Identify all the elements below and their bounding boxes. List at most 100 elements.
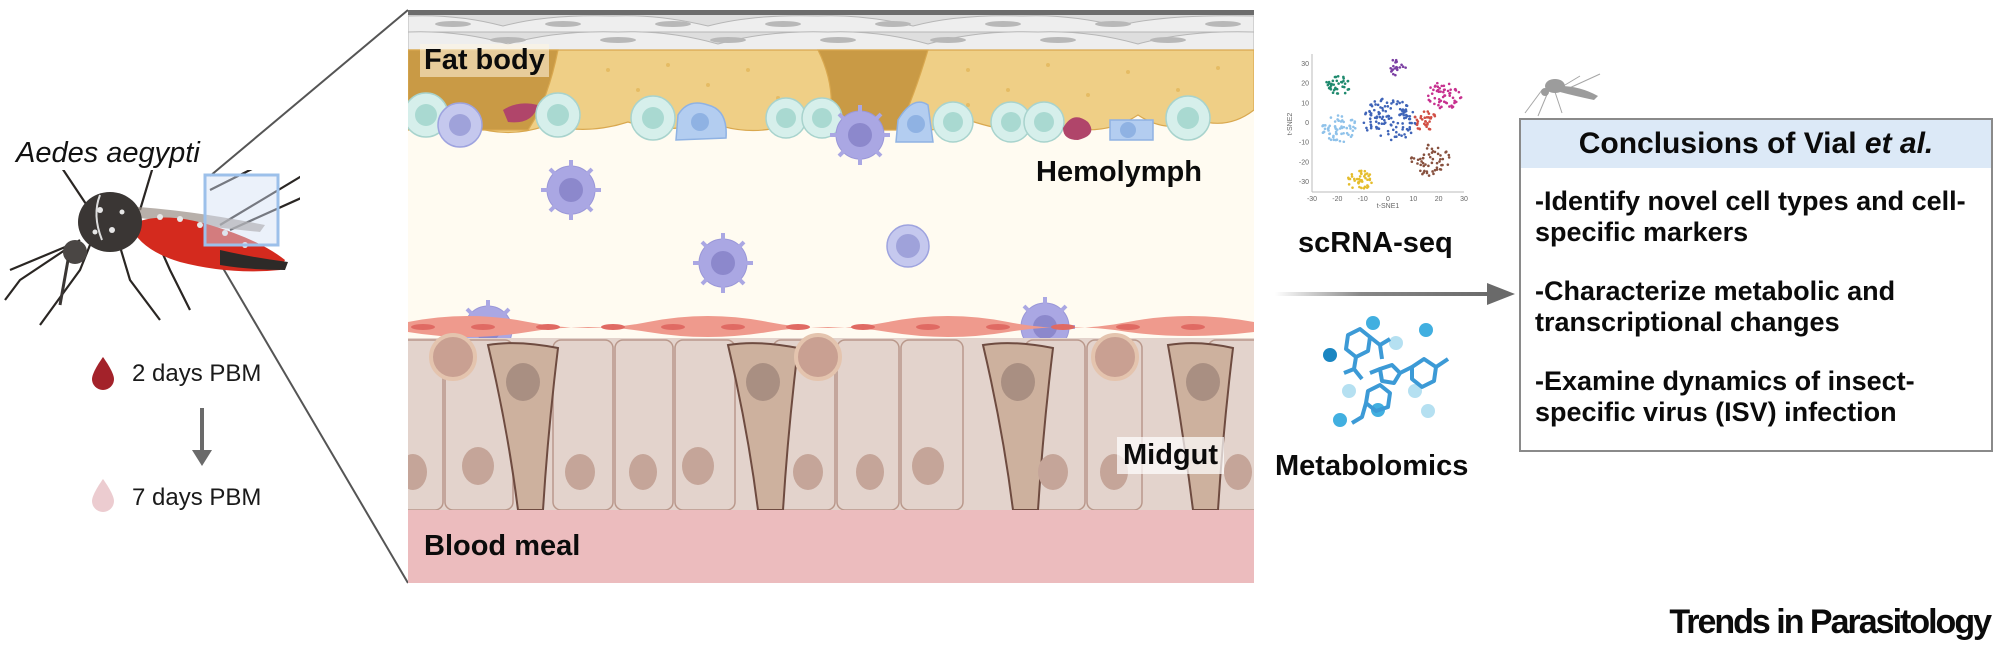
tsne-cell-point bbox=[1387, 132, 1390, 136]
tsne-ytick: 10 bbox=[1301, 100, 1309, 107]
tsne-cell-point bbox=[1381, 109, 1385, 112]
tsne-cell-point bbox=[1433, 85, 1437, 88]
tsne-cell-point bbox=[1409, 156, 1413, 160]
tsne-cell-point bbox=[1408, 125, 1412, 129]
tsne-cell-point bbox=[1350, 172, 1354, 176]
tsne-cell-point bbox=[1390, 102, 1393, 105]
tsne-cell-point bbox=[1370, 181, 1373, 185]
tsne-cell-point bbox=[1415, 123, 1419, 127]
tsne-cell-point bbox=[1342, 85, 1346, 89]
tsne-cell-point bbox=[1421, 161, 1425, 165]
tsne-cell-point bbox=[1398, 107, 1402, 111]
metabolite-molecules-icon bbox=[1323, 316, 1450, 427]
tsne-ytick: 0 bbox=[1305, 120, 1309, 127]
tsne-xtick: -10 bbox=[1358, 196, 1368, 203]
tsne-cell-point bbox=[1360, 186, 1363, 190]
tsne-cell-point bbox=[1385, 115, 1388, 118]
tsne-cell-point bbox=[1423, 116, 1427, 119]
tsne-cell-point bbox=[1352, 177, 1356, 181]
tsne-cell-point bbox=[1321, 131, 1325, 135]
tsne-cell-point bbox=[1448, 94, 1452, 97]
tsne-cell-point bbox=[1443, 94, 1447, 97]
tsne-cell-point bbox=[1435, 166, 1439, 169]
tsne-cell-point bbox=[1369, 112, 1373, 115]
tsne-cell-point bbox=[1353, 121, 1356, 125]
tsne-ylabel: t-SNE2 bbox=[1287, 113, 1294, 136]
tsne-cell-point bbox=[1422, 171, 1426, 174]
tsne-cell-point bbox=[1447, 153, 1451, 157]
tsne-cell-point bbox=[1413, 121, 1417, 125]
tsne-cell-point bbox=[1362, 186, 1366, 190]
tsne-cell-point bbox=[1347, 183, 1351, 186]
tsne-cell-point bbox=[1333, 120, 1337, 123]
tsne-cell-point bbox=[1365, 126, 1368, 130]
tsne-cell-point bbox=[1440, 105, 1443, 109]
tsne-cell-point bbox=[1375, 127, 1379, 130]
tsne-cell-point bbox=[1329, 83, 1333, 86]
tsne-cell-point bbox=[1448, 105, 1451, 108]
tsne-cell-point bbox=[1364, 176, 1367, 180]
tsne-cell-point bbox=[1391, 68, 1395, 71]
tsne-cell-point bbox=[1422, 110, 1426, 113]
tsne-cell-point bbox=[1362, 121, 1366, 125]
tsne-cell-point bbox=[1412, 157, 1416, 160]
tsne-cell-point bbox=[1401, 65, 1405, 69]
tsne-cell-point bbox=[1348, 124, 1352, 128]
tsne-cell-point bbox=[1393, 67, 1397, 70]
tsne-cell-point bbox=[1350, 175, 1354, 178]
tsne-cell-point bbox=[1454, 87, 1457, 91]
tsne-cell-point bbox=[1386, 129, 1390, 133]
tsne-cell-point bbox=[1358, 180, 1361, 183]
tsne-cell-point bbox=[1347, 176, 1350, 180]
tsne-cell-point bbox=[1381, 106, 1384, 110]
tsne-cell-point bbox=[1410, 160, 1414, 164]
tsne-cell-point bbox=[1385, 101, 1389, 104]
tsne-cell-point bbox=[1383, 104, 1387, 108]
tsne-cell-point bbox=[1394, 73, 1397, 77]
tsne-cell-point bbox=[1366, 184, 1369, 187]
tsne-cell-point bbox=[1395, 102, 1399, 106]
tsne-cell-point bbox=[1360, 180, 1364, 183]
tsne-cell-point bbox=[1428, 120, 1431, 123]
tsne-cell-point bbox=[1393, 135, 1397, 139]
tsne-cell-point bbox=[1329, 88, 1333, 91]
tsne-xtick: 0 bbox=[1386, 196, 1390, 203]
tsne-cell-point bbox=[1391, 58, 1395, 62]
tsne-cell-point bbox=[1440, 163, 1443, 167]
tsne-xlabel: t-SNE1 bbox=[1377, 203, 1400, 210]
tsne-cell-point bbox=[1438, 160, 1441, 163]
tsne-cell-point bbox=[1413, 115, 1417, 119]
tsne-cell-point bbox=[1408, 127, 1412, 131]
tsne-cell-point bbox=[1401, 128, 1404, 131]
metabolomics-label: Metabolomics bbox=[1275, 450, 1469, 482]
tsne-cell-point bbox=[1395, 130, 1398, 134]
tsne-cell-point bbox=[1396, 121, 1400, 125]
tsne-cell-point bbox=[1358, 175, 1362, 178]
tsne-cell-point bbox=[1430, 161, 1434, 165]
tsne-cell-point bbox=[1448, 92, 1451, 95]
tsne-cell-point bbox=[1449, 88, 1452, 91]
tsne-cell-point bbox=[1377, 122, 1381, 125]
tsne-cell-point bbox=[1323, 127, 1327, 131]
tsne-cell-point bbox=[1440, 84, 1444, 88]
tsne-cell-point bbox=[1350, 118, 1354, 122]
tsne-cell-point bbox=[1332, 83, 1336, 86]
tsne-cell-point bbox=[1377, 112, 1381, 116]
mosquito-illustration bbox=[4, 170, 300, 326]
conclusion-item: -Characterize metabolic and transcriptio… bbox=[1535, 276, 1896, 337]
down-arrow-icon bbox=[192, 408, 212, 466]
tsne-cell-point bbox=[1345, 126, 1349, 130]
tsne-cell-point bbox=[1340, 115, 1344, 118]
tsne-cell-point bbox=[1426, 143, 1430, 147]
tsne-cell-point bbox=[1342, 77, 1345, 80]
tsne-cell-point bbox=[1435, 161, 1439, 165]
tsne-cell-point bbox=[1373, 100, 1377, 103]
tsne-cell-point bbox=[1444, 101, 1448, 104]
tsne-cell-point bbox=[1379, 99, 1383, 103]
tsne-cell-point bbox=[1381, 97, 1384, 101]
tsne-cell-point bbox=[1431, 170, 1434, 173]
tsne-cell-point bbox=[1419, 114, 1423, 118]
tsne-cell-point bbox=[1342, 125, 1346, 129]
tsne-cell-point bbox=[1422, 153, 1426, 157]
tsne-cell-point bbox=[1392, 120, 1395, 124]
